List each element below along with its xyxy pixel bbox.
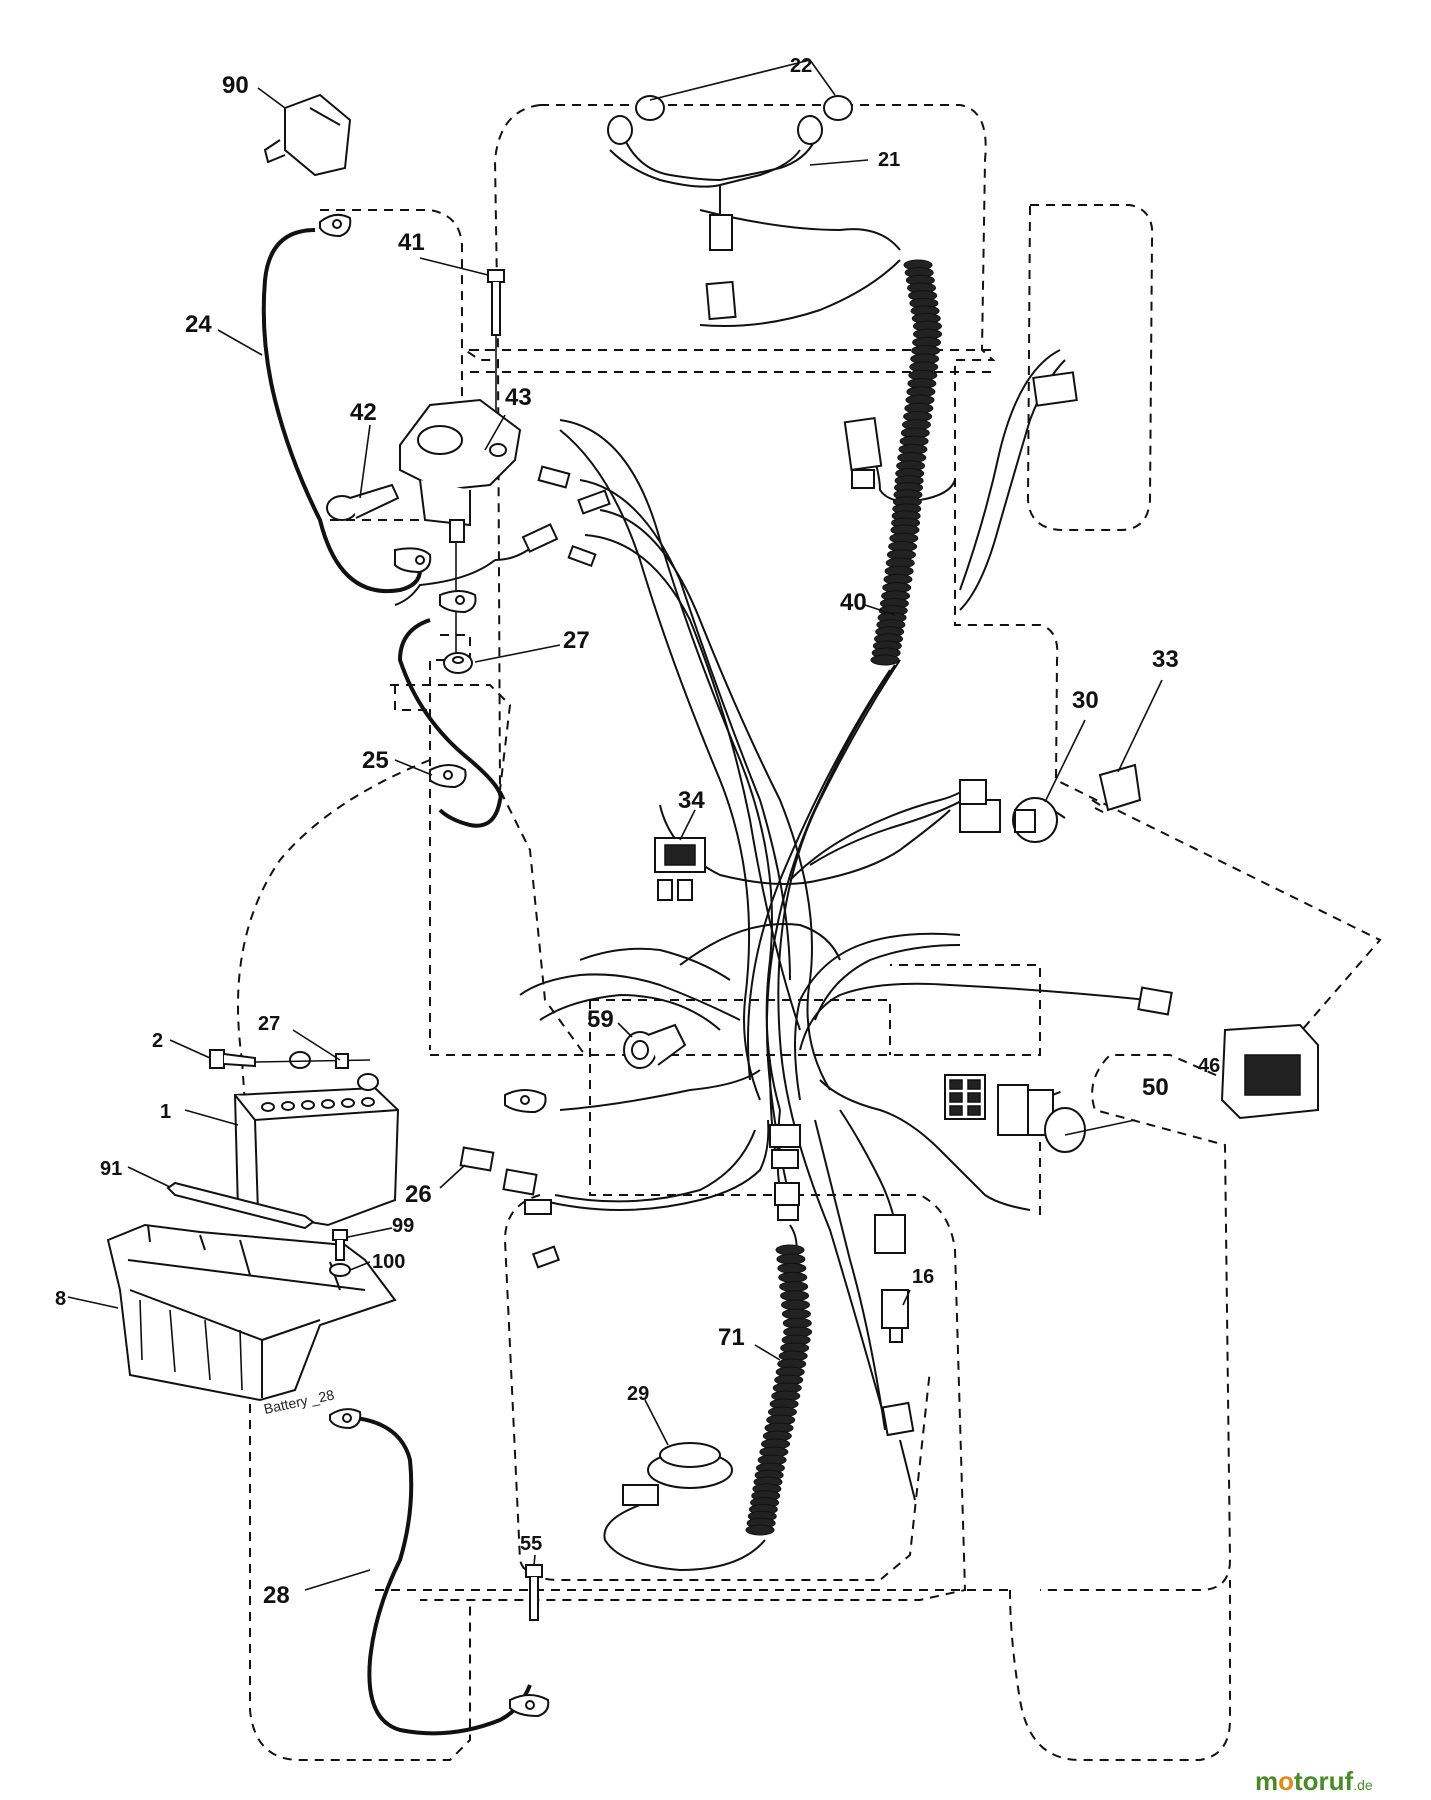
callout-71: 71: [718, 1324, 745, 1351]
callout-27-lower: 27: [258, 1013, 280, 1035]
strap-91: [166, 1181, 315, 1230]
nut-27: [443, 652, 473, 674]
starter-solenoid-43: [399, 398, 522, 660]
callout-8: 8: [55, 1288, 66, 1310]
callout-40: 40: [840, 589, 867, 616]
svg-text:motoruf.de: motoruf.de: [1255, 1766, 1373, 1796]
ignition-switch-30: [1012, 797, 1066, 843]
multi-pin-connector: [944, 1074, 986, 1120]
watermark-m: m: [1255, 1766, 1278, 1796]
battery-cable-25: [397, 618, 503, 828]
headlight-connector-21: [705, 214, 737, 321]
main-harness-wires: [394, 139, 1149, 1501]
callout-42: 42: [350, 399, 377, 426]
ignition-connector: [959, 779, 1001, 833]
terminal-cover-90: [263, 93, 352, 177]
power-socket-59: [623, 1023, 687, 1069]
callout-26: 26: [405, 1181, 432, 1208]
nut-27-lower: [335, 1053, 349, 1069]
callout-16: 16: [912, 1266, 934, 1288]
seat-switch-16: [881, 1289, 909, 1343]
watermark-o: o: [1278, 1766, 1294, 1796]
harness-plug: [874, 1214, 915, 1437]
battery-1: [233, 1051, 400, 1227]
callout-100: 100: [372, 1251, 405, 1273]
callout-43: 43: [505, 384, 532, 411]
bolt-2: [209, 1049, 371, 1069]
callout-34: 34: [678, 787, 705, 814]
callout-59: 59: [587, 1006, 614, 1033]
callout-24: 24: [185, 311, 212, 338]
callout-33: 33: [1152, 646, 1179, 673]
callout-29: 29: [627, 1383, 649, 1405]
callout-1: 1: [160, 1101, 171, 1123]
horn-29: [622, 1442, 733, 1506]
watermark-suffix: .de: [1353, 1777, 1373, 1793]
battery-tray-8: [106, 1223, 397, 1402]
callout-25: 25: [362, 747, 389, 774]
upper-middle-connector: [843, 417, 883, 489]
callout-99: 99: [392, 1215, 414, 1237]
callout-30: 30: [1072, 687, 1099, 714]
bolt-41: [487, 269, 505, 465]
screw-99: [332, 1229, 348, 1261]
fuse-26: [459, 1146, 538, 1196]
terminal-boot-42: [326, 483, 400, 521]
headlight-bulbs-22: [607, 95, 853, 145]
callout-50: 50: [1142, 1074, 1169, 1101]
washer-100: [329, 1263, 351, 1277]
switch-34: [654, 837, 706, 901]
watermark-rest: toruf: [1294, 1766, 1354, 1796]
spade-connectors: [521, 465, 611, 1269]
right-plug: [1137, 986, 1173, 1016]
screw-55: [525, 1564, 543, 1621]
callout-27-upper: 27: [563, 627, 590, 654]
hour-meter-46: [1220, 1023, 1319, 1120]
battery-cable-28: [344, 1415, 532, 1736]
wire-loom-71: [745, 1244, 813, 1536]
leader-lines: [67, 59, 1163, 1591]
relay-33: [1091, 763, 1142, 813]
callout-91: 91: [100, 1158, 122, 1180]
pto-switch-50: [997, 1084, 1086, 1153]
callout-55: 55: [520, 1533, 542, 1555]
callout-46: 46: [1198, 1055, 1220, 1077]
battery-cable-24: [261, 228, 422, 594]
callout-41: 41: [398, 229, 425, 256]
motoruf-watermark: motoruf.de: [1255, 1766, 1373, 1796]
wire-loom-40: [870, 259, 943, 666]
callout-22: 22: [790, 55, 812, 77]
callout-21: 21: [878, 149, 900, 171]
callout-2: 2: [152, 1030, 163, 1052]
callout-28: 28: [263, 1582, 290, 1609]
upper-right-connector: [1032, 371, 1078, 407]
callout-labels: 90 22 21 41 24 42 43 40 27 33 30 25 34 5…: [55, 55, 1220, 1609]
inline-connectors: [769, 1124, 801, 1221]
ring-terminals: [319, 213, 550, 1718]
callout-90: 90: [222, 72, 249, 99]
